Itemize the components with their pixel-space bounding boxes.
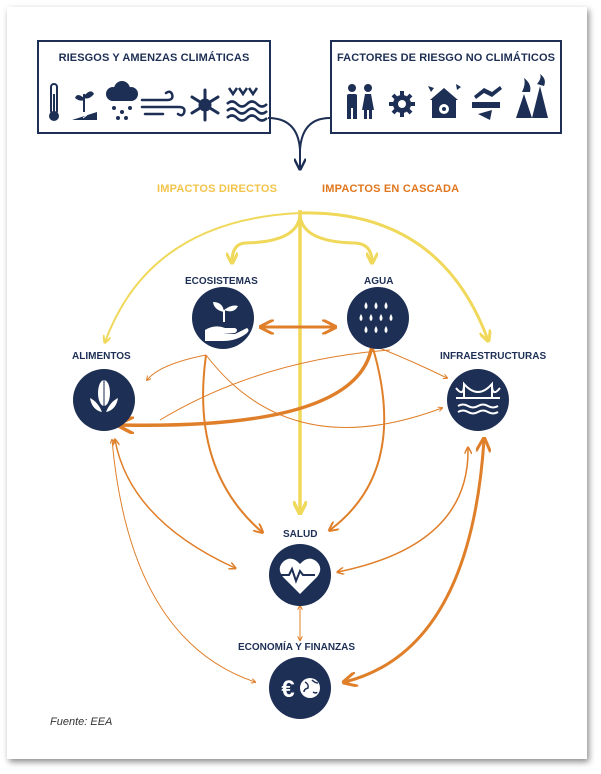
arrow-direct-alimentos [105, 212, 301, 342]
arrow-agua-salud [330, 344, 386, 530]
wildfire-icon [516, 74, 548, 118]
drought-plant-icon [72, 91, 97, 120]
arrow-eco-alimentos [147, 354, 207, 380]
hand-sprout-icon [205, 302, 249, 341]
damaged-building-icon [428, 84, 461, 118]
node-economia: € [269, 657, 331, 719]
label-ecosistemas: ECOSISTEMAS [185, 276, 258, 287]
label-salud: SALUD [283, 529, 318, 540]
node-infraestructuras [447, 369, 509, 431]
arrow-agua-alimentos-thin [159, 349, 391, 421]
arrow-infra-salud [338, 448, 468, 572]
node-ecosistemas [192, 287, 254, 349]
arrow-infra-economia [345, 440, 484, 682]
climate-risks-box: RIESGOS Y AMENZAS CLIMÁTICAS [37, 40, 271, 134]
cascade-impacts-label: IMPACTOS EN CASCADA [322, 183, 460, 195]
heart-pulse-icon [279, 558, 321, 594]
nonclimate-icons [347, 74, 548, 120]
label-infraestructuras: INFRAESTRUCTURAS [440, 351, 547, 362]
flood-waves-icon [226, 87, 268, 122]
bridge-icon [455, 381, 501, 415]
corn-icon [90, 380, 118, 412]
arrow-eco-salud [202, 354, 262, 532]
merge-arrow [267, 117, 331, 168]
water-drops-icon [359, 302, 393, 333]
arrow-agua-alimentos [120, 344, 374, 425]
node-salud [269, 544, 331, 606]
arrow-alimentos-economia [112, 440, 255, 682]
thermometer-icon [49, 83, 59, 121]
euro-globe-icon: € [281, 676, 320, 703]
direct-impacts-label: IMPACTOS DIRECTOS [157, 183, 278, 195]
snowflake-icon [190, 88, 220, 122]
climate-risks-title: RIESGOS Y AMENZAS CLIMÁTICAS [58, 52, 250, 64]
source-note: Fuente: EEA [50, 716, 113, 728]
node-alimentos [73, 369, 135, 431]
arrow-eco-infra [205, 354, 442, 428]
economy-fall-icon [472, 86, 502, 120]
label-alimentos: ALIMENTOS [72, 351, 131, 362]
arrow-direct-infraestructuras [299, 211, 488, 340]
node-agua [347, 287, 409, 349]
nonclimate-risks-title: FACTORES DE RIESGO NO CLIMÁTICOS [336, 52, 556, 64]
cascade-impact-arrows [112, 327, 484, 682]
people-icon [347, 84, 374, 119]
direct-impact-arrows [105, 210, 488, 512]
arrow-direct-ecosistemas [232, 212, 302, 262]
arrow-direct-agua [298, 212, 372, 262]
rain-cloud-icon [106, 81, 138, 120]
arrow-agua-infra [371, 344, 447, 378]
wind-icon [140, 90, 186, 117]
climate-icons [49, 81, 268, 122]
gear-icon [389, 91, 415, 117]
label-economia: ECONOMÍA Y FINANZAS [238, 642, 356, 653]
svg-text:€: € [281, 676, 294, 703]
nonclimate-risks-box: FACTORES DE RIESGO NO CLIMÁTICOS [330, 40, 562, 134]
label-agua: AGUA [364, 276, 394, 287]
